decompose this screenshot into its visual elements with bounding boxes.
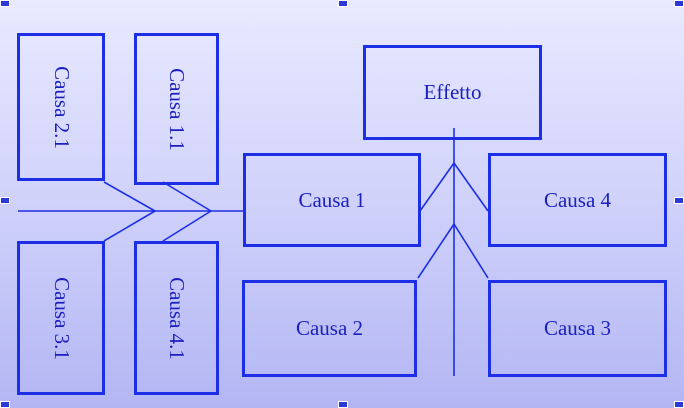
branch-c11 [162, 181, 212, 212]
cause-1-label: Causa 1 [298, 187, 366, 212]
selection-handle-top-right[interactable] [674, 0, 684, 7]
branch-c4 [453, 162, 489, 212]
branch-c21 [103, 181, 156, 212]
cause-2-1-box[interactable]: Causa 2.1 [17, 33, 105, 181]
branch-c41 [162, 210, 212, 242]
cause-2-label: Causa 2 [295, 316, 364, 340]
cause-3-box[interactable]: Causa 3 [488, 280, 667, 377]
cause-2-1-label: Causa 2.1 [49, 65, 74, 149]
cause-3-1-box[interactable]: Causa 3.1 [17, 241, 105, 395]
selection-handle-bottom-center[interactable] [338, 401, 348, 408]
cause-4-box[interactable]: Causa 4 [488, 153, 667, 247]
branch-c3 [453, 223, 489, 279]
selection-handle-middle-right[interactable] [674, 197, 684, 204]
cause-4-label: Causa 4 [543, 187, 612, 212]
cause-1-1-label: Causa 1.1 [165, 67, 190, 151]
branch-c2 [417, 223, 455, 279]
selection-handle-middle-left[interactable] [0, 197, 10, 204]
cause-2-box[interactable]: Causa 2 [242, 280, 417, 377]
effect-box[interactable]: Effetto [363, 45, 542, 140]
branch-c31 [103, 210, 156, 242]
cause-3-1-label: Causa 3.1 [49, 276, 74, 360]
selection-handle-top-center[interactable] [338, 0, 348, 7]
cause-3-label: Causa 3 [543, 316, 612, 340]
cause-1-1-box[interactable]: Causa 1.1 [134, 33, 219, 185]
effect-label: Effetto [423, 80, 482, 104]
branch-c1 [419, 162, 455, 212]
cause-4-1-label: Causa 4.1 [165, 276, 190, 360]
cause-4-1-box[interactable]: Causa 4.1 [134, 241, 219, 395]
selection-handle-top-left[interactable] [0, 0, 10, 7]
cause-1-box[interactable]: Causa 1 [243, 153, 421, 247]
selection-handle-bottom-right[interactable] [674, 401, 684, 408]
selection-handle-bottom-left[interactable] [0, 401, 10, 408]
